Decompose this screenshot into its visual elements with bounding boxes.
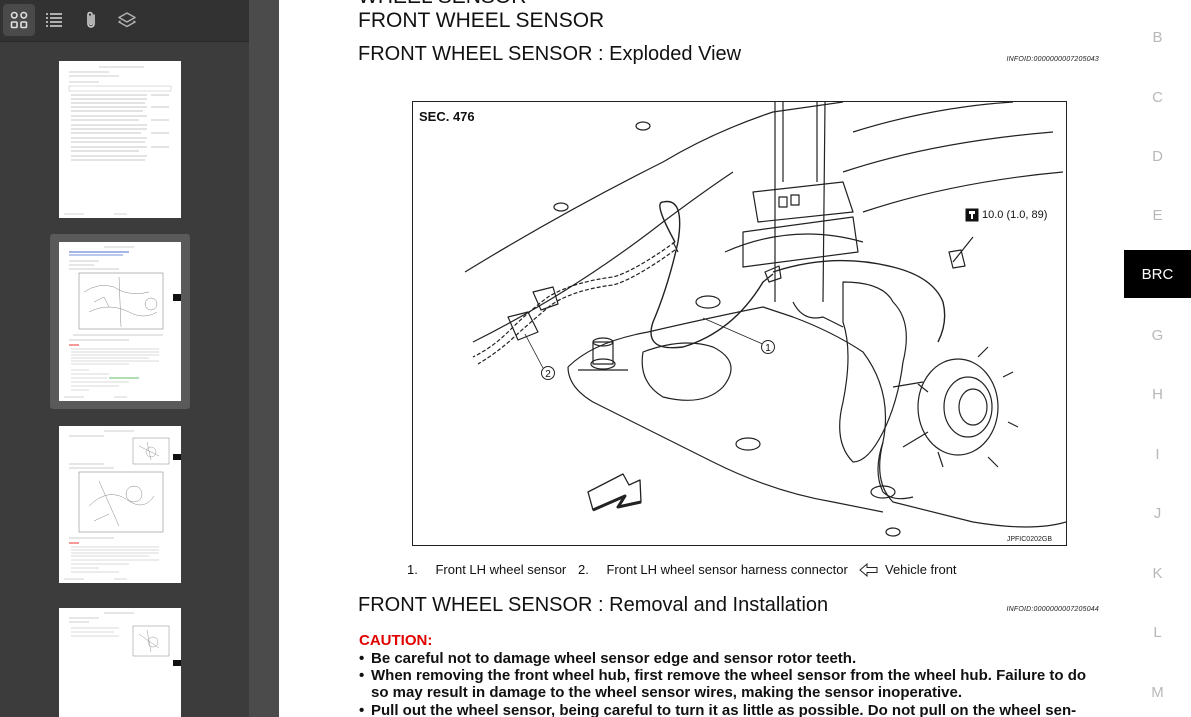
- thumbnail-image: [59, 242, 181, 401]
- arrow-left-icon: [859, 562, 878, 577]
- legend-text: Front LH wheel sensor: [435, 562, 567, 577]
- tab-g[interactable]: G: [1151, 326, 1164, 344]
- caution-label: CAUTION:: [359, 632, 433, 649]
- removal-title: FRONT WHEEL SENSOR : Removal and Install…: [358, 594, 829, 616]
- document-page: WHEEL SENSOR FRONT WHEEL SENSOR FRONT WH…: [279, 0, 1191, 717]
- thumbnail-sidebar: [0, 0, 249, 717]
- page-thumbnail-3[interactable]: [50, 424, 190, 586]
- caution-bullet-1: • Be careful not to damage wheel sensor …: [359, 650, 1129, 667]
- legend-num: 2.: [578, 562, 589, 577]
- exploded-info-id: INFOID:0000000007205043: [1006, 56, 1099, 63]
- thumbnail-image: [59, 608, 181, 717]
- bullet-line: Be careful not to damage wheel sensor ed…: [371, 650, 857, 667]
- section-tabs: B C D E BRC G H I J K L M: [1124, 0, 1191, 717]
- caution-bullet-3: • Pull out the wheel sensor, being caref…: [359, 702, 1129, 717]
- viewer-background: [249, 0, 279, 717]
- thumbnails-view-button[interactable]: [3, 4, 35, 36]
- paperclip-icon: [87, 11, 95, 28]
- torque-wrench-icon: [965, 208, 979, 222]
- tab-c[interactable]: C: [1152, 88, 1163, 106]
- page-thumbnail-4[interactable]: [50, 604, 190, 717]
- bullet-line: When removing the front wheel hub, first…: [371, 667, 1087, 684]
- exploded-view-title: FRONT WHEEL SENSOR : Exploded View: [358, 43, 742, 65]
- tab-m[interactable]: M: [1151, 683, 1164, 701]
- figure-section-label: SEC. 476: [419, 109, 475, 124]
- page-thumbnail-1[interactable]: [50, 57, 190, 222]
- tab-l[interactable]: L: [1153, 623, 1162, 641]
- grid-icon: [10, 11, 28, 29]
- bullet-dot: •: [359, 650, 365, 667]
- tab-k[interactable]: K: [1152, 564, 1163, 582]
- legend-item-3: Vehicle front: [859, 562, 957, 577]
- callout-1: 1: [765, 343, 771, 354]
- tab-b[interactable]: B: [1152, 28, 1163, 46]
- page-title: FRONT WHEEL SENSOR: [358, 9, 605, 32]
- legend-item-1: 1. Front LH wheel sensor: [407, 562, 566, 577]
- torque-spec: 10.0 (1.0, 89): [965, 208, 1047, 222]
- figure-id: JPFIC0202GB: [1006, 536, 1052, 543]
- layers-button[interactable]: [111, 4, 143, 36]
- legend-text: Vehicle front: [885, 562, 957, 577]
- legend-item-2: 2. Front LH wheel sensor harness connect…: [578, 562, 848, 577]
- thumbnail-image: [59, 426, 181, 583]
- exploded-view-figure: SEC. 476: [412, 101, 1067, 546]
- legend-text: Front LH wheel sensor harness connector: [606, 562, 848, 577]
- bullet-dot: •: [359, 702, 365, 717]
- caution-bullet-2: • When removing the front wheel hub, fir…: [359, 667, 1129, 701]
- tab-d[interactable]: D: [1152, 147, 1163, 165]
- removal-info-id: INFOID:0000000007205044: [1006, 606, 1099, 613]
- suspension-drawing: 1 2: [464, 102, 1066, 537]
- tab-brc[interactable]: BRC: [1124, 250, 1191, 298]
- thumbnail-image: [59, 61, 181, 218]
- legend-num: 1.: [407, 562, 418, 577]
- bullet-line: so may result in damage to the wheel sen…: [371, 684, 963, 701]
- torque-value: 10.0 (1.0, 89): [982, 209, 1048, 221]
- bullet-dot: •: [359, 667, 365, 684]
- layers-icon: [118, 12, 136, 28]
- outline-view-button[interactable]: [38, 4, 70, 36]
- section-heading: WHEEL SENSOR: [358, 0, 526, 9]
- page-thumbnail-2[interactable]: [50, 234, 190, 409]
- tab-e[interactable]: E: [1152, 206, 1163, 224]
- tab-j[interactable]: J: [1153, 504, 1162, 522]
- sidebar-toolbar: [0, 0, 249, 42]
- callout-2: 2: [545, 369, 551, 380]
- list-icon: [46, 13, 62, 27]
- attachments-button[interactable]: [75, 4, 107, 36]
- tab-i[interactable]: I: [1155, 445, 1160, 463]
- bullet-line: Pull out the wheel sensor, being careful…: [371, 702, 1077, 717]
- tab-h[interactable]: H: [1152, 385, 1163, 403]
